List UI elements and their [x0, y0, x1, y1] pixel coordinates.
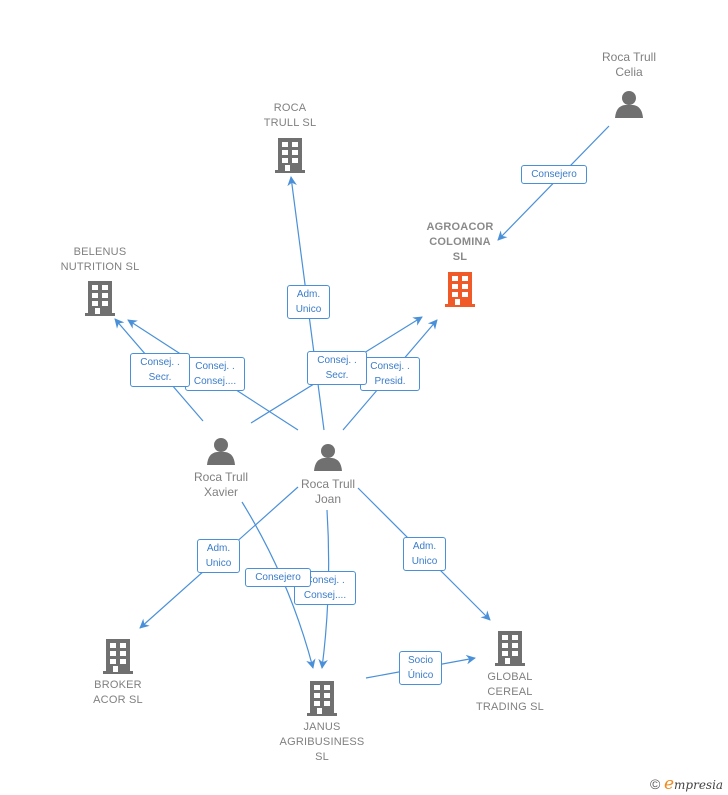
- node-label: ROCA TRULL SL: [263, 102, 317, 129]
- edge-label-joan-broker[interactable]: Adm. Unico: [197, 539, 240, 573]
- node-label: GLOBAL CEREAL TRADING SL: [475, 671, 544, 713]
- node-roca-trull-xavier[interactable]: Roca Trull Xavier: [181, 436, 261, 500]
- building-icon: [103, 639, 133, 674]
- building-icon: [307, 681, 337, 716]
- building-icon: [445, 272, 475, 307]
- edge-label-janus-global[interactable]: Socio Único: [399, 651, 442, 685]
- building-icon: [85, 281, 115, 316]
- building-icon: [495, 631, 525, 666]
- node-roca-trull-joan[interactable]: Roca Trull Joan: [288, 442, 368, 507]
- empresia-brand[interactable]: © empresia: [650, 774, 723, 794]
- edge-label-joan-rocatrullsl[interactable]: Adm. Unico: [287, 285, 330, 319]
- node-label: JANUS AGRIBUSINESS SL: [279, 721, 365, 763]
- edge-label-xavier-janus[interactable]: Consejero: [245, 568, 311, 587]
- node-label: BELENUS NUTRITION SL: [60, 246, 140, 273]
- person-icon: [207, 438, 235, 465]
- brand-initial: e: [663, 774, 675, 794]
- node-roca-trull-celia[interactable]: Roca Trull Celia: [589, 50, 669, 119]
- copyright-icon: ©: [650, 776, 661, 792]
- node-label: Roca Trull Xavier: [193, 470, 249, 499]
- node-janus-agribusiness[interactable]: JANUS AGRIBUSINESS SL: [267, 680, 377, 765]
- node-label: BROKER ACOR SL: [93, 679, 143, 706]
- edge-label-xavier-belenus[interactable]: Consej. . Secr.: [130, 353, 190, 387]
- edge-label-celia-agroacor[interactable]: Consejero: [521, 165, 587, 184]
- brand-name: mpresia: [674, 778, 724, 792]
- edge-label-joan-belenus[interactable]: Consej. . Consej....: [185, 357, 245, 391]
- node-broker-acor[interactable]: BROKER ACOR SL: [68, 638, 168, 708]
- person-icon: [314, 444, 342, 471]
- node-agroacor-colomina[interactable]: AGROACOR COLOMINA SL: [410, 220, 510, 307]
- node-belenus-nutrition[interactable]: BELENUS NUTRITION SL: [45, 245, 155, 316]
- node-label: AGROACOR COLOMINA SL: [426, 221, 494, 263]
- person-icon: [615, 91, 643, 118]
- edge-label-joan-global[interactable]: Adm. Unico: [403, 537, 446, 571]
- node-label: Roca Trull Celia: [601, 50, 657, 79]
- node-global-cereal[interactable]: GLOBAL CEREAL TRADING SL: [460, 630, 560, 715]
- edge-label-xavier-agroacor[interactable]: Consej. . Secr.: [307, 351, 367, 385]
- node-roca-trull-sl[interactable]: ROCA TRULL SL: [245, 101, 335, 173]
- building-icon: [275, 138, 305, 173]
- node-label: Roca Trull Joan: [300, 477, 356, 506]
- edge-label-joan-agroacor[interactable]: Consej. . Presid.: [360, 357, 420, 391]
